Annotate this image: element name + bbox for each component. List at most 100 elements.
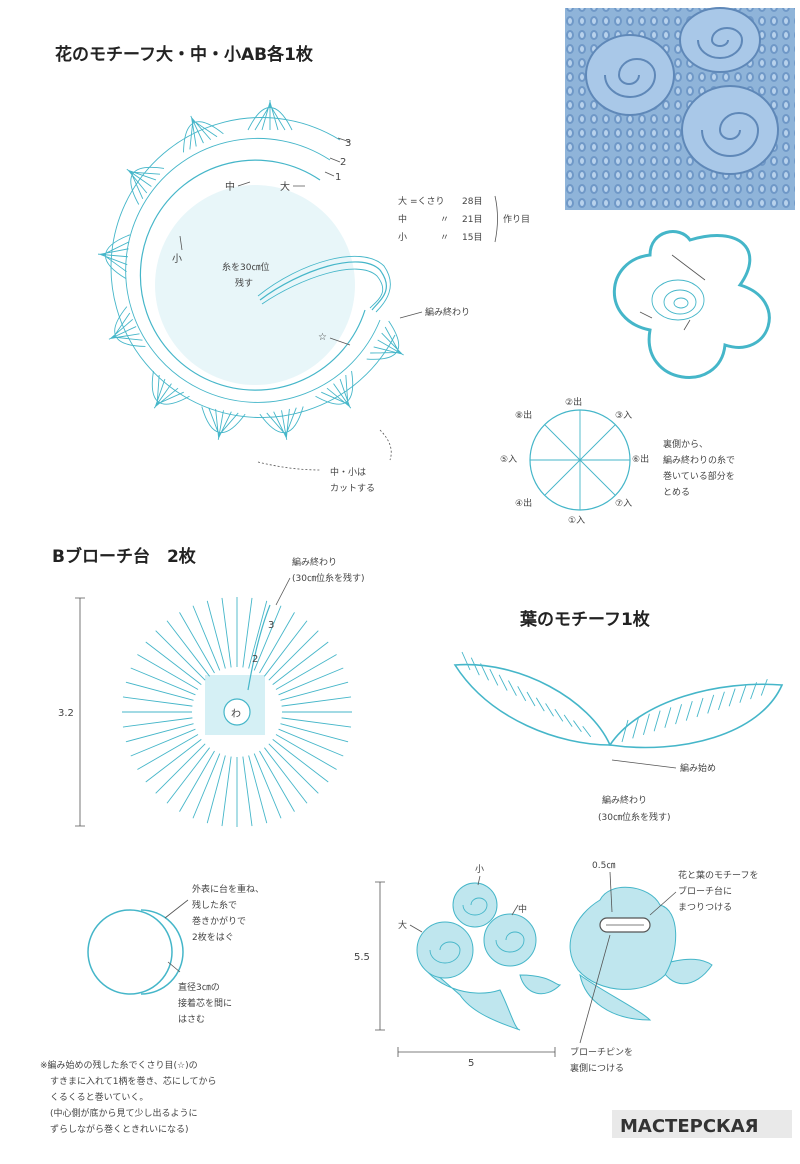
row-number-2: 2: [340, 157, 346, 168]
flower-finish-label: 編み終わり: [425, 306, 470, 318]
base-stitch-line: [264, 747, 308, 804]
footnote-line1: ※編み始めの残した糸でくさり目(☆)の: [40, 1059, 198, 1071]
leaf-stitch-line: [517, 686, 527, 702]
size-large-prefix: =くさり: [410, 196, 445, 207]
cut-note-line1: 中・小は: [330, 466, 366, 478]
base-stitch-line: [272, 739, 329, 783]
watermark-text: МАСТЕРСКАЯ: [620, 1116, 759, 1137]
pin-note-line2: 裏側につける: [570, 1062, 624, 1074]
base-stitch-line: [221, 756, 232, 827]
thread-note-line2: 残す: [235, 277, 253, 289]
pin-note-line1: ブローチピンを: [570, 1046, 633, 1058]
base-stitch-line: [137, 654, 199, 690]
assembly-height-label: 5.5: [354, 952, 370, 963]
leaf-stitch-line: [632, 716, 640, 739]
magic-ring-label: わ: [231, 708, 241, 720]
overlap-note-line4: 2枚をはぐ: [192, 931, 234, 943]
base-stitch-line: [280, 723, 349, 743]
leaf-stitch-line: [760, 678, 768, 696]
wind-note-line1: 裏側から、: [663, 438, 708, 450]
base-finish-line1: 編み終わり: [292, 556, 337, 568]
core-note-line1: 直径3㎝の: [178, 981, 220, 993]
base-title: Bブローチ台 2枚: [52, 546, 197, 567]
base-stitch-line: [145, 641, 202, 685]
size-small-ditto: 〃: [440, 233, 449, 243]
leaf-stitch-line: [664, 707, 672, 728]
base-stitch-line: [280, 681, 349, 701]
brooch-base-chart: [122, 597, 352, 827]
wind-point-4-out: ④出: [515, 497, 532, 509]
wind-note-line4: とめる: [663, 487, 690, 498]
core-note-line2: 接着芯を間に: [178, 997, 232, 1009]
leaf-stitch-line: [728, 688, 736, 707]
leaf-start-label: 編み始め: [680, 762, 716, 774]
core-note-line3: はさむ: [178, 1014, 205, 1025]
leaf-stitch-line: [582, 726, 592, 738]
base-stitch-line: [278, 728, 344, 757]
wind-point-3-in: ③入: [615, 410, 632, 421]
base-stitch-line: [264, 620, 308, 677]
row-number-1: 1: [335, 172, 341, 183]
base-stitch-line: [248, 600, 268, 669]
leaf-stitch-line: [545, 703, 554, 717]
wind-point-5-in: ⑤入: [500, 454, 517, 465]
leaf-stitch-line: [535, 697, 545, 712]
wind-note-line3: 巻いている部分を: [663, 470, 735, 482]
leaf-stitch-line: [573, 720, 582, 732]
base-stitch-line: [125, 723, 194, 743]
overlap-note-line3: 巻きかがりで: [192, 915, 246, 927]
size-medium-ditto: 〃: [440, 215, 449, 225]
wind-point-7-in: ⑦入: [615, 498, 632, 509]
base-stitch-line: [166, 620, 210, 677]
attach-note-line2: ブローチ台に: [678, 885, 732, 897]
leaf-motif-chart: [453, 651, 784, 749]
leaf-stitch-line: [675, 704, 683, 725]
base-stitch-line: [242, 756, 253, 827]
leaf-stitch-line: [750, 682, 757, 700]
watermark-band: [612, 1110, 792, 1138]
footnote-line5: ずらしながら巻くときれいになる): [50, 1123, 189, 1135]
base-stitch-line: [278, 667, 344, 696]
wind-note-line2: 編み終わりの糸で: [663, 454, 735, 466]
base-stitch-line: [145, 739, 202, 783]
base-stitch-line: [122, 717, 193, 728]
base-stitch-line: [206, 600, 226, 669]
photo-knitted-flowers: [565, 7, 795, 210]
leaf-stitch-line: [508, 680, 517, 696]
base-stitch-line: [268, 630, 319, 681]
base-stitch-line: [242, 597, 253, 668]
base-stitch-line: [272, 641, 329, 685]
leaf-stitch-line: [642, 713, 650, 735]
leaf-stitch-line: [621, 719, 629, 743]
leaf-stitch-line: [461, 651, 471, 671]
leaf-stitch-line: [653, 710, 661, 732]
leaf-finish-line2: (30㎝位糸を残す): [598, 811, 670, 823]
leaf-stitch-line: [554, 708, 564, 722]
base-stitch-line: [192, 605, 221, 671]
base-stitch-line: [275, 734, 337, 770]
base-stitch-line: [179, 750, 215, 812]
assembly-large-label: 大: [398, 919, 407, 931]
thread-note-line1: 糸を30㎝位: [222, 261, 269, 273]
chain-label: 作り目: [503, 213, 530, 225]
size-small-count: 15目: [462, 232, 482, 243]
attach-note-line3: まつりつける: [678, 902, 732, 913]
flower-motif-chart: [97, 100, 404, 440]
base-stitch-line: [206, 755, 226, 824]
base-stitch-line: [259, 750, 295, 812]
row-number-3: 3: [345, 138, 351, 149]
base-row-3: 3: [268, 620, 274, 631]
cut-note-line2: カットする: [330, 483, 375, 494]
size-medium-count: 21目: [462, 214, 482, 225]
base-stitch-line: [268, 743, 319, 794]
assembly-width-label: 5: [468, 1058, 474, 1069]
leaf-stitch-line: [470, 657, 480, 676]
leaf-stitch-line: [498, 674, 508, 691]
wind-point-2-out: ②出: [565, 396, 582, 408]
base-stitch-line: [281, 717, 352, 728]
base-stitch-line: [253, 753, 282, 819]
base-stitch-line: [155, 743, 206, 794]
leaf-title: 葉のモチーフ1枚: [519, 609, 651, 630]
finished-brooch-back: [569, 886, 713, 1021]
marker-medium: 中: [225, 180, 235, 193]
